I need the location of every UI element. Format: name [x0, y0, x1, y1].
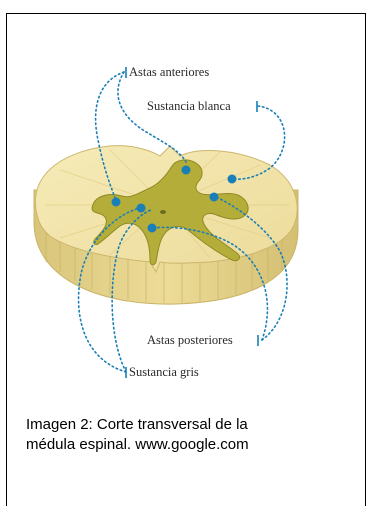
label-sustancia-blanca: Sustancia blanca — [147, 99, 231, 114]
central-canal — [160, 210, 166, 214]
caption-line-1: Imagen 2: Corte transversal de la — [26, 415, 356, 435]
caption-line-2: médula espinal. www.google.com — [26, 435, 356, 455]
label-sustancia-gris: Sustancia gris — [129, 365, 199, 380]
figure-caption: Imagen 2: Corte transversal de la médula… — [26, 415, 356, 455]
label-astas-anteriores: Astas anteriores — [129, 65, 209, 80]
label-astas-posteriores: Astas posteriores — [147, 333, 233, 348]
